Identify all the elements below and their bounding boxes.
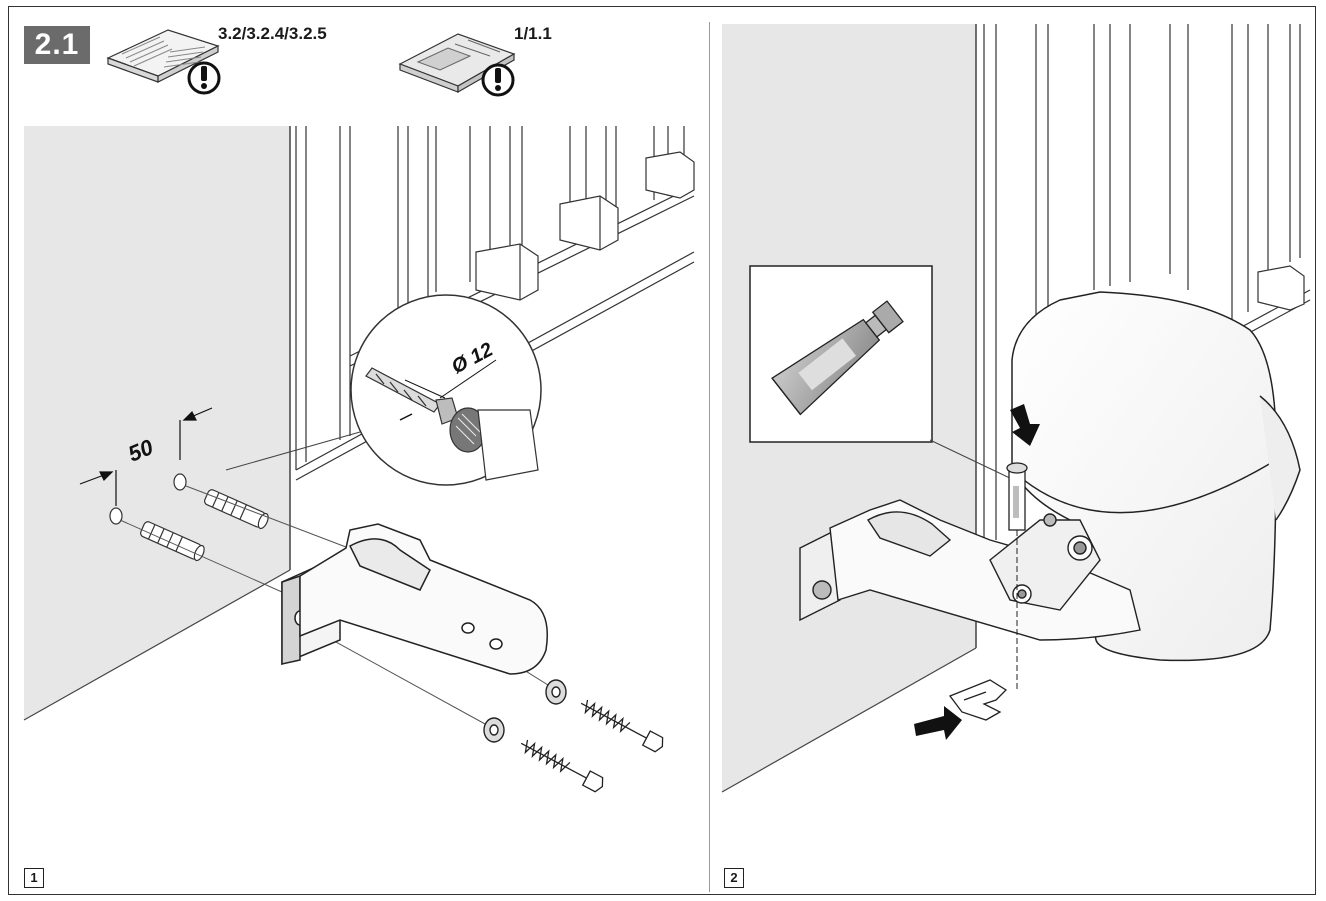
retaining-clip bbox=[948, 679, 1008, 721]
manual-book-icon bbox=[106, 29, 220, 83]
drawing-reference-label: 1/1.1 bbox=[514, 24, 552, 43]
panel-2-number: 2 bbox=[724, 868, 744, 888]
drawing-warning-icon bbox=[481, 63, 515, 97]
screws bbox=[520, 699, 664, 793]
panel1-wall bbox=[23, 126, 291, 721]
panel-divider bbox=[709, 22, 710, 892]
panel2-gate bbox=[983, 24, 1311, 560]
step-number-badge: 2.1 bbox=[24, 26, 90, 64]
operator-arm-bracket bbox=[799, 499, 1141, 641]
panel-1-number: 1 bbox=[24, 868, 44, 888]
manual-reference-label: 3.2/3.2.4/3.2.5 bbox=[218, 24, 327, 43]
washers bbox=[483, 679, 567, 743]
mounting-bracket bbox=[281, 523, 548, 675]
hinge-pin bbox=[1006, 462, 1028, 690]
grease-tube-inset bbox=[749, 265, 1015, 481]
drill-detail: Ø 12 bbox=[225, 294, 542, 486]
insert-arrows bbox=[914, 404, 1040, 740]
manual-warning-icon bbox=[187, 61, 221, 95]
wall-holes bbox=[109, 473, 187, 525]
gate-operator bbox=[1011, 291, 1301, 662]
page-frame bbox=[8, 6, 1316, 895]
